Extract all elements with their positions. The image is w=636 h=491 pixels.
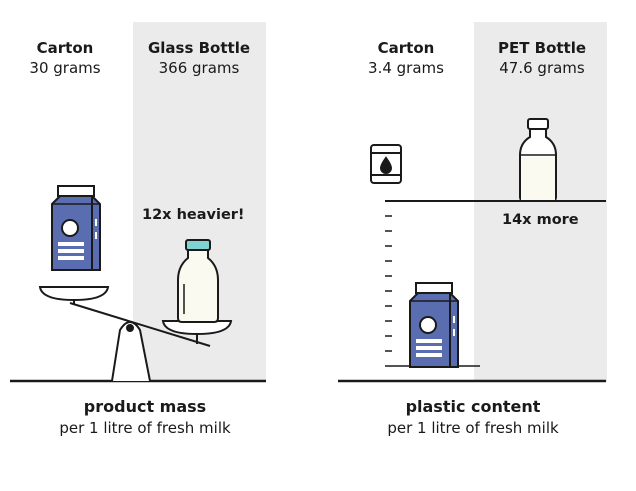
glass-bottle-value: 366 grams — [158, 59, 240, 77]
right-carton-value: 3.4 grams — [368, 59, 444, 77]
right-caption-subtitle: per 1 litre of fresh milk — [387, 419, 559, 437]
heavier-note: 12x heavier! — [142, 207, 245, 223]
left-caption-title: product mass — [83, 397, 207, 416]
left-caption-subtitle: per 1 litre of fresh milk — [59, 419, 231, 437]
milk-carton-icon — [51, 185, 101, 271]
left-caption: product mass per 1 litre of fresh milk — [0, 396, 290, 438]
pet-bottle-icon — [519, 118, 557, 202]
left-carton-value: 30 grams — [29, 59, 101, 77]
more-plastic-note: 14x more — [502, 212, 579, 228]
left-carton-header: Carton 30 grams — [0, 38, 130, 78]
oil-barrel-icon — [370, 144, 402, 184]
milk-carton-icon — [409, 282, 459, 368]
pet-bottle-header: PET Bottle 47.6 grams — [477, 38, 607, 78]
right-caption: plastic content per 1 litre of fresh mil… — [328, 396, 618, 438]
left-carton-title: Carton — [36, 39, 94, 57]
glass-bottle-icon — [177, 239, 219, 323]
right-carton-header: Carton 3.4 grams — [341, 38, 471, 78]
balance-scale-icon — [38, 286, 233, 382]
glass-bottle-header: Glass Bottle 366 grams — [134, 38, 264, 78]
glass-bottle-title: Glass Bottle — [147, 39, 251, 57]
pet-bottle-title: PET Bottle — [497, 39, 587, 57]
pet-bottle-value: 47.6 grams — [499, 59, 585, 77]
right-carton-title: Carton — [377, 39, 435, 57]
right-caption-title: plastic content — [405, 397, 541, 416]
